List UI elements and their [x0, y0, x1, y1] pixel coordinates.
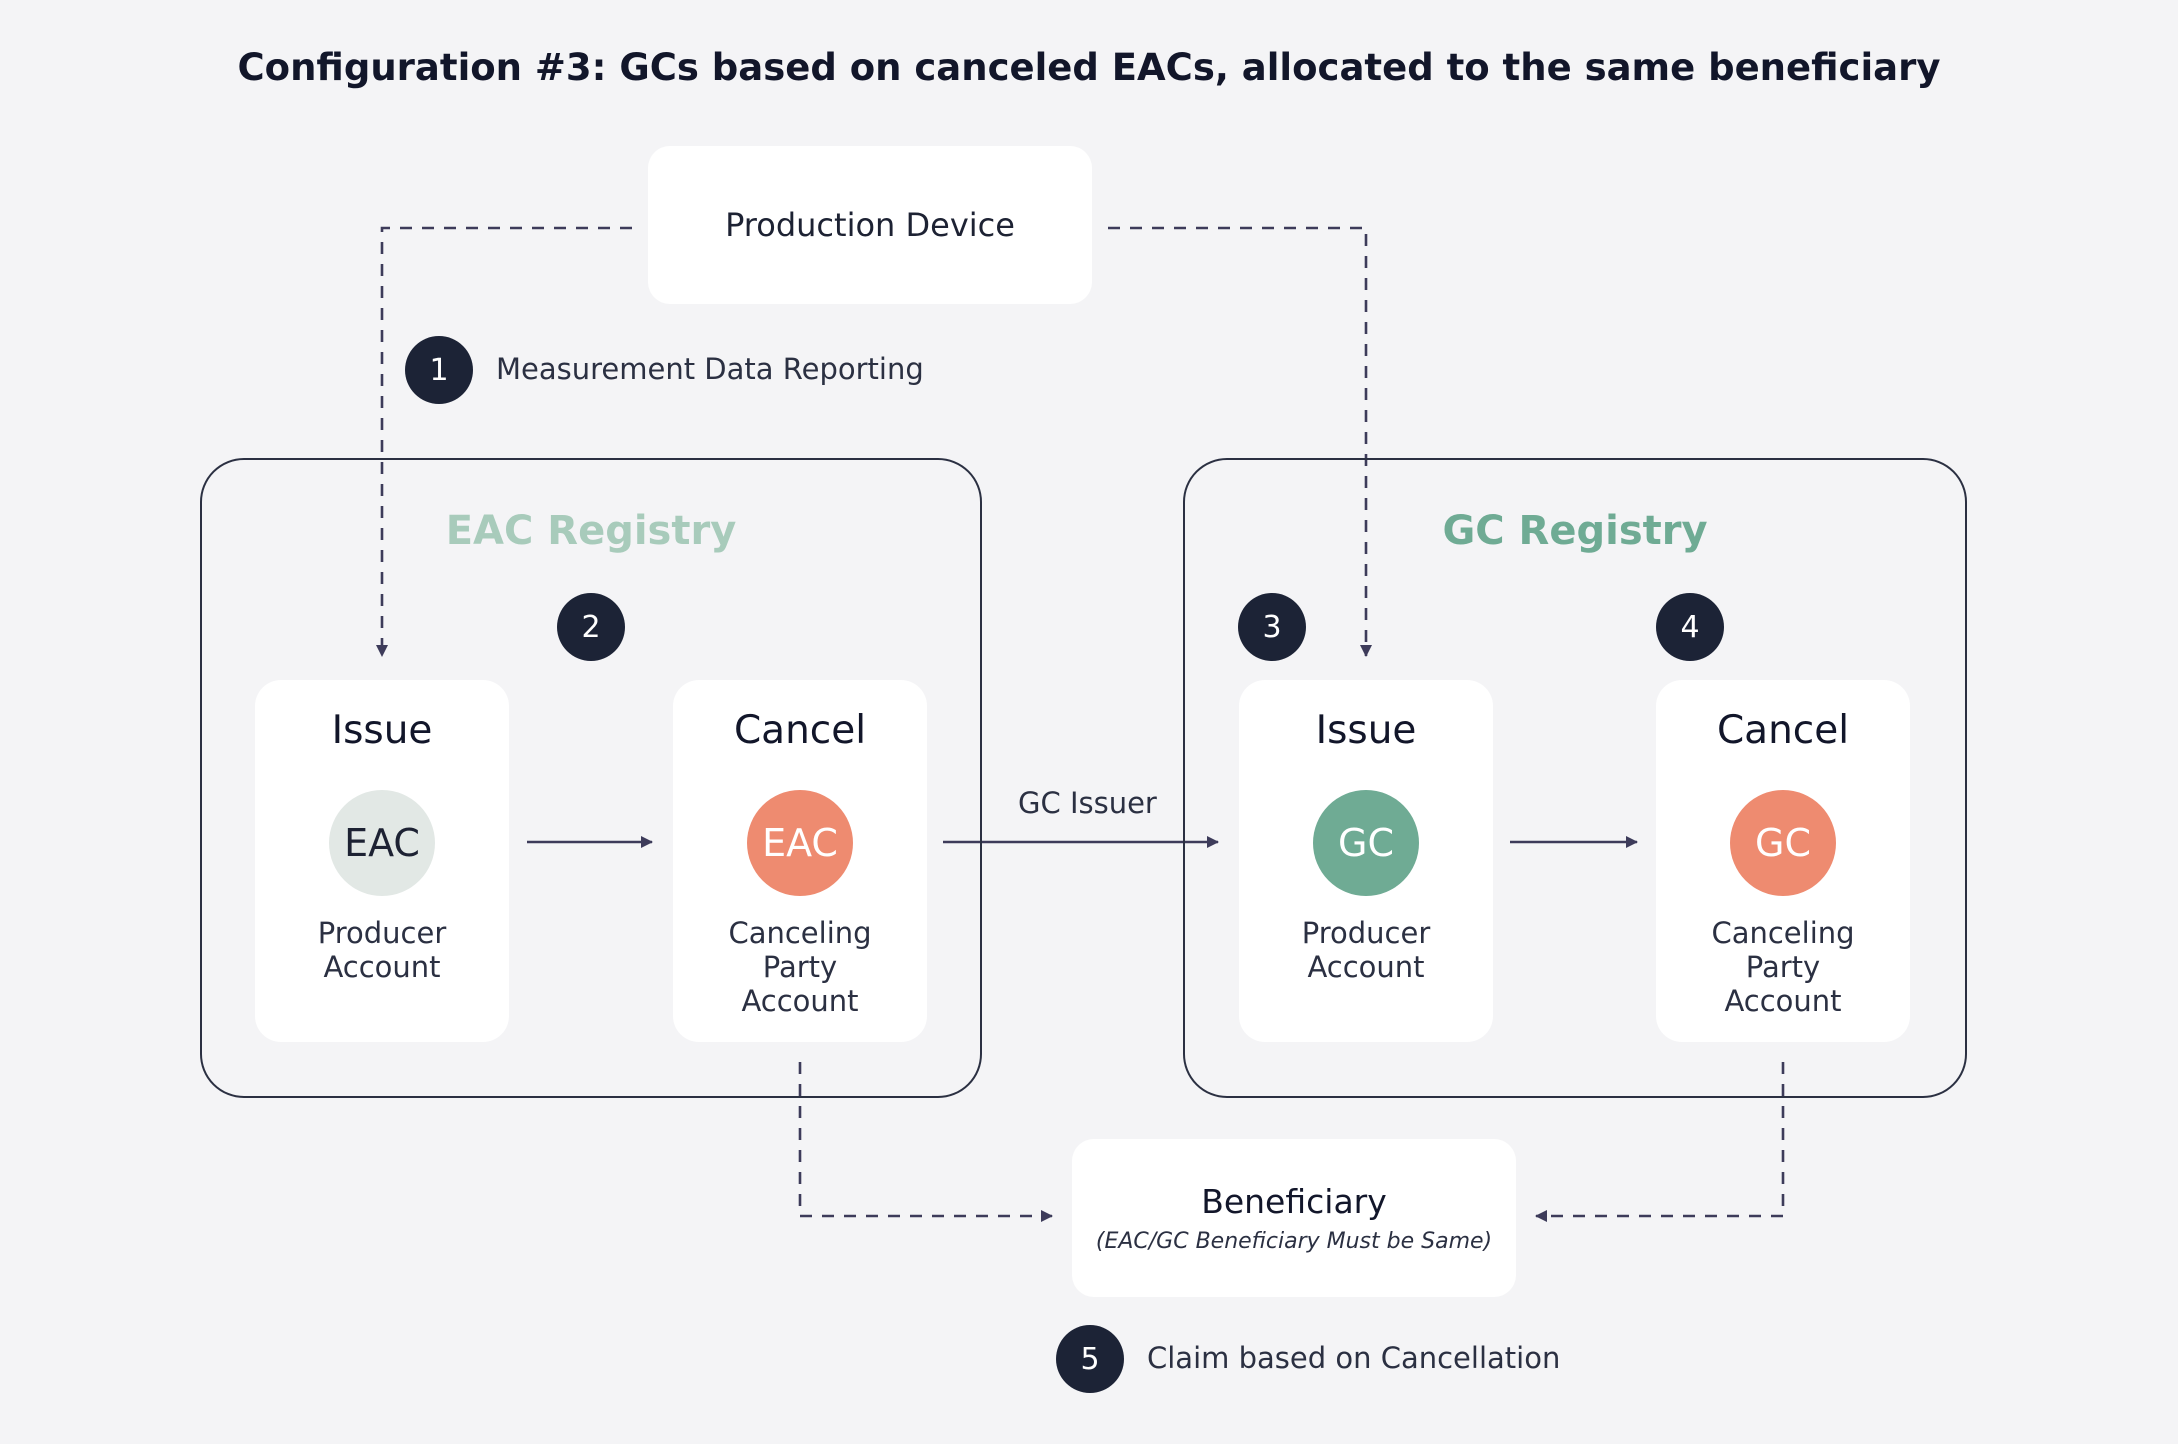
- production-device-box: Production Device: [648, 146, 1092, 304]
- step-5-label: Claim based on Cancellation: [1147, 1341, 1561, 1375]
- step-5-badge: 5: [1056, 1325, 1124, 1393]
- eac-cancel-caption: Canceling Party Account: [683, 916, 917, 1018]
- eac-registry: EAC Registry: [200, 458, 982, 1098]
- caption-line: Account: [1307, 950, 1425, 984]
- eac-registry-title: EAC Registry: [445, 508, 737, 554]
- connector-device-to-eac-issue: [376, 226, 632, 657]
- diagram-title: Configuration #3: GCs based on canceled …: [237, 46, 1941, 89]
- gc-issue-title: Issue: [1315, 708, 1417, 753]
- step-1-badge: 1: [405, 336, 473, 404]
- eac-issue-caption: Producer Account: [265, 916, 499, 984]
- caption-line: Canceling: [1711, 916, 1855, 950]
- gc-token: GC: [1313, 790, 1419, 896]
- gc-issue-caption: Producer Account: [1249, 916, 1483, 984]
- caption-line: Account: [1724, 984, 1842, 1018]
- step-3-badge: 3: [1238, 593, 1306, 661]
- eac-token: EAC: [329, 790, 435, 896]
- beneficiary-title: Beneficiary: [1201, 1182, 1387, 1221]
- caption-line: Canceling: [728, 916, 872, 950]
- caption-line: Account: [741, 984, 859, 1018]
- step-4-badge: 4: [1656, 593, 1724, 661]
- caption-line: Party: [762, 950, 838, 984]
- connector-gc-cancel-to-beneficiary: [1535, 1062, 1785, 1222]
- eac-issue-title: Issue: [331, 708, 433, 753]
- eac-canceled-token: EAC: [747, 790, 853, 896]
- gc-registry: GC Registry: [1183, 458, 1967, 1098]
- eac-issue-card: Issue EAC Producer Account: [255, 680, 509, 1042]
- gc-registry-title: GC Registry: [1442, 508, 1708, 554]
- connector-eac-cancel-to-beneficiary: [798, 1062, 1053, 1222]
- gc-cancel-title: Cancel: [1716, 708, 1850, 753]
- step-1-label: Measurement Data Reporting: [496, 352, 924, 386]
- beneficiary-note: (EAC/GC Beneficiary Must be Same): [1095, 1229, 1493, 1254]
- gc-issue-card: Issue GC Producer Account: [1239, 680, 1493, 1042]
- gc-canceled-token: GC: [1730, 790, 1836, 896]
- production-device-label: Production Device: [725, 206, 1015, 244]
- beneficiary-box: Beneficiary (EAC/GC Beneficiary Must be …: [1072, 1139, 1516, 1297]
- step-2-badge: 2: [557, 593, 625, 661]
- eac-cancel-card: Cancel EAC Canceling Party Account: [673, 680, 927, 1042]
- eac-cancel-title: Cancel: [733, 708, 867, 753]
- caption-line: Producer: [1301, 916, 1431, 950]
- caption-line: Producer: [317, 916, 447, 950]
- gc-issuer-label: GC Issuer: [1018, 786, 1157, 820]
- caption-line: Party: [1745, 950, 1821, 984]
- gc-cancel-caption: Canceling Party Account: [1666, 916, 1900, 1018]
- caption-line: Account: [323, 950, 441, 984]
- gc-cancel-card: Cancel GC Canceling Party Account: [1656, 680, 1910, 1042]
